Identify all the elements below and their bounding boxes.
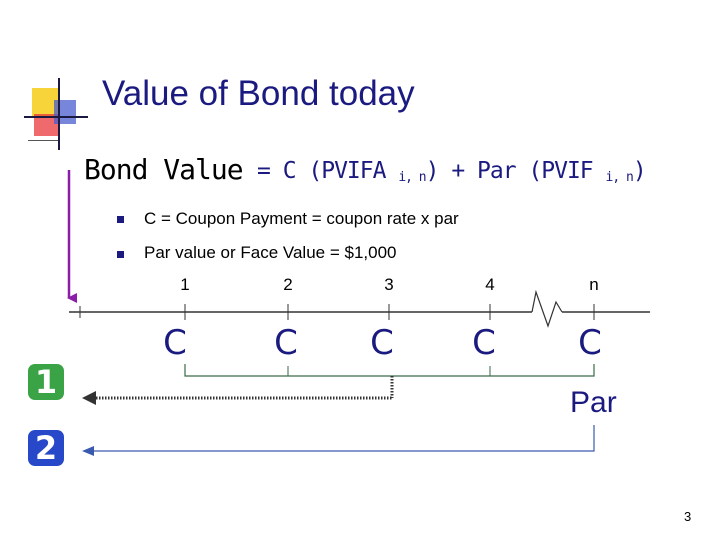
- formula-rhs: = C (PVIFA i, n) + Par (PVIF i, n): [257, 158, 647, 185]
- coupon-label: C: [578, 323, 602, 363]
- step-2-badge: 2: [28, 430, 64, 466]
- deco-vline: [58, 78, 60, 150]
- coupon-label: C: [472, 323, 496, 363]
- deco-yellow-square: [32, 88, 58, 116]
- par-arrow: [94, 425, 595, 452]
- period-label: 2: [283, 275, 293, 294]
- bullet-item: C = Coupon Payment = coupon rate x par: [144, 209, 459, 228]
- annuity-arrowhead: [82, 391, 96, 405]
- formula-subscript: i, n: [398, 170, 426, 185]
- page-number: 3: [684, 509, 692, 524]
- formula-part: = C (PVIFA: [257, 158, 399, 184]
- coupon-label: C: [274, 323, 298, 363]
- deco-hline-2: [28, 140, 58, 141]
- deco-red-square: [34, 114, 58, 136]
- coupon-label: C: [370, 323, 394, 363]
- formula-part: ): [632, 158, 647, 184]
- period-label: n: [589, 275, 599, 294]
- period-label: 4: [485, 275, 495, 294]
- formula-part: ) + Par (PVIF: [425, 158, 606, 184]
- bullet-square-icon: [117, 251, 124, 258]
- step-1-badge: 1: [28, 364, 64, 400]
- deco-hline-1: [24, 116, 88, 118]
- bullet-square-icon: [117, 216, 124, 223]
- slide-title: Value of Bond today: [102, 74, 415, 113]
- bullet-item: Par value or Face Value = $1,000: [144, 243, 397, 262]
- title-decoration: [24, 78, 92, 158]
- formula-subscript: i, n: [605, 170, 634, 185]
- coupon-label: C: [163, 323, 187, 363]
- period-label: 3: [384, 275, 394, 294]
- coupon-bracket: [184, 364, 595, 377]
- period-label: 1: [180, 275, 190, 294]
- formula-label: Bond Value: [84, 153, 244, 186]
- par-label: Par: [570, 386, 617, 419]
- par-arrowhead: [82, 446, 94, 456]
- timeline-break: [531, 289, 563, 328]
